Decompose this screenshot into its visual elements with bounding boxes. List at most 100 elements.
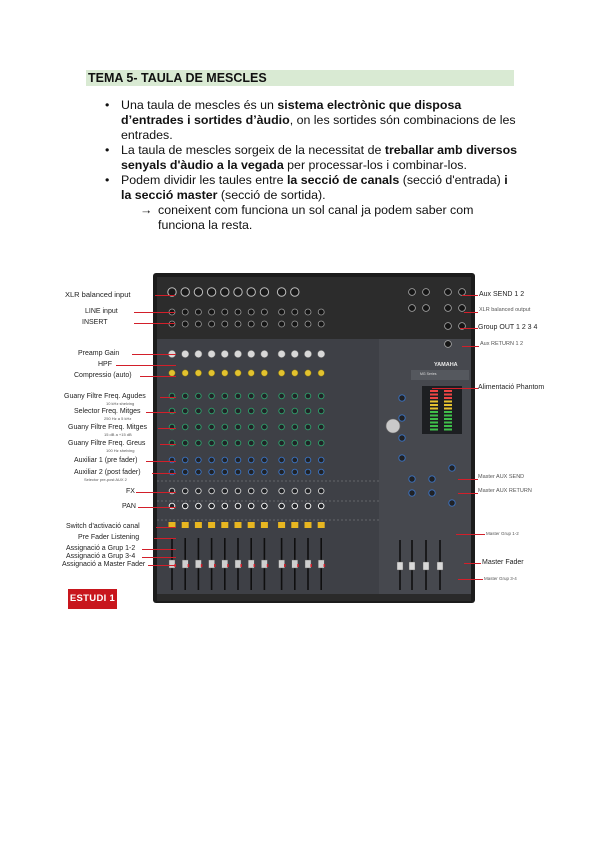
level-meter-segment — [430, 390, 438, 392]
bullet-item: Podem dividir les taules entre la secció… — [104, 173, 519, 203]
channel-on-switch-icon — [208, 522, 216, 528]
rotary-knob-icon — [195, 392, 202, 400]
fader-cap-icon — [304, 559, 312, 569]
gain-knob-icon — [317, 350, 326, 358]
bullet-text: La taula de mescles sorgeix de la necess… — [121, 143, 385, 157]
xlr-jack-icon — [233, 287, 243, 297]
rotary-knob-icon — [291, 502, 299, 510]
label-low-eq: Guany Filtre Freq. Greus — [68, 440, 146, 447]
rotary-knob-icon — [234, 468, 242, 476]
rotary-knob-icon — [195, 423, 202, 431]
label-master-group-12: Master Grup 1-2 — [486, 531, 519, 536]
rotary-knob-icon — [304, 392, 312, 400]
rotary-knob-icon — [247, 487, 255, 495]
insert-jack-icon — [208, 320, 216, 328]
compressor-knob-icon — [304, 369, 312, 377]
fader-marker-icon — [253, 564, 256, 567]
insert-jack-icon — [291, 320, 299, 328]
label-mid-freq: Selector Freq. Mitges — [74, 408, 141, 415]
rotary-knob-icon — [291, 468, 299, 476]
rotary-knob-icon — [221, 502, 229, 510]
channel-on-switch-icon — [291, 522, 299, 528]
rotary-knob-icon — [181, 487, 189, 495]
leader-line — [432, 388, 478, 389]
sub-bullet-item: → coneixent com funciona un sol canal ja… — [104, 203, 519, 233]
level-meter-segment — [444, 404, 452, 406]
fader-marker-icon — [310, 564, 312, 567]
label-high-eq: Guany Filtre Freq. Agudes — [64, 393, 146, 400]
arrow-icon: → — [140, 203, 153, 217]
channel-on-switch-icon — [234, 522, 242, 528]
mixer-illustration: YAMAHA MG Series — [153, 273, 475, 603]
rotary-knob-icon — [234, 392, 242, 400]
master-knob-icon — [398, 414, 406, 422]
gain-knob-icon — [207, 350, 216, 358]
line-jack-icon — [221, 308, 229, 316]
channel-on-switch-icon — [247, 522, 255, 528]
channel-on-switch-icon — [304, 522, 312, 528]
label-fx: FX — [126, 488, 135, 495]
rotary-knob-icon — [261, 407, 268, 415]
rotary-knob-icon — [278, 407, 285, 415]
leader-line — [458, 493, 478, 494]
level-meter-segment — [430, 428, 438, 431]
rotary-knob-icon — [278, 423, 285, 431]
channel-on-switch-icon — [278, 522, 286, 528]
rotary-knob-icon — [261, 468, 268, 476]
rotary-knob-icon — [317, 423, 325, 431]
level-meter-segment — [430, 400, 438, 403]
insert-jack-icon — [234, 320, 242, 328]
label-group-12: Assignació a Grup 1-2 — [66, 545, 136, 552]
bullet-text: (secció de sortida). — [217, 188, 326, 202]
label-master-aux-return: Master AUX RETURN — [478, 488, 532, 494]
bullet-text: , on les sortides són combinacions de le… — [121, 113, 516, 142]
leader-line — [456, 534, 485, 535]
rotary-knob-icon — [195, 456, 202, 464]
leader-line — [132, 354, 176, 355]
fader-marker-icon — [284, 564, 286, 567]
label-aux1: Auxiliar 1 (pre fader) — [74, 457, 138, 464]
level-meter-segment — [430, 425, 438, 427]
rotary-knob-icon — [261, 392, 268, 400]
label-master-fader: Master Fader — [482, 559, 524, 566]
level-meter-segment — [444, 421, 452, 424]
rotary-knob-icon — [221, 439, 229, 447]
rotary-knob-icon — [304, 439, 312, 447]
leader-line — [156, 527, 176, 528]
level-meter-segment — [444, 414, 452, 417]
master-fader-cap-icon — [396, 561, 404, 571]
fader-marker-icon — [200, 564, 203, 567]
rotary-knob-icon — [181, 407, 189, 415]
master-knob-icon — [448, 464, 456, 472]
xlr-jack-icon — [276, 287, 287, 297]
studio-badge: ESTUDI 1 — [68, 589, 117, 609]
rotary-knob-icon — [181, 392, 189, 400]
leader-line — [462, 295, 478, 296]
label-aux2-note: Selector pre-post AUX 2 — [84, 477, 127, 482]
fader-marker-icon — [323, 564, 326, 567]
master-knob-icon — [428, 489, 436, 497]
fader-cap-icon — [234, 559, 242, 569]
label-master-group-34: Master Grup 3-4 — [484, 576, 517, 581]
xlr-jack-icon — [246, 287, 256, 297]
rotary-knob-icon — [317, 502, 325, 510]
label-aux2: Auxiliar 2 (post fader) — [74, 469, 141, 476]
rotary-knob-icon — [221, 456, 229, 464]
fader-cap-icon — [221, 559, 229, 569]
rotary-knob-icon — [234, 456, 242, 464]
leader-line — [460, 328, 478, 329]
insert-jack-icon — [221, 320, 229, 328]
rotary-knob-icon — [181, 468, 189, 476]
leader-line — [146, 461, 176, 462]
compressor-knob-icon — [181, 369, 189, 377]
rotary-knob-icon — [261, 439, 268, 447]
rotary-knob-icon — [247, 502, 255, 510]
rotary-knob-icon — [304, 423, 312, 431]
fader-cap-icon — [195, 559, 202, 569]
rotary-knob-icon — [195, 407, 202, 415]
rotary-knob-icon — [304, 487, 312, 495]
section-heading: TEMA 5- TAULA DE MESCLES — [86, 70, 514, 86]
rotary-knob-icon — [181, 439, 189, 447]
output-jack-icon — [444, 322, 452, 330]
master-knob-icon — [408, 475, 416, 483]
